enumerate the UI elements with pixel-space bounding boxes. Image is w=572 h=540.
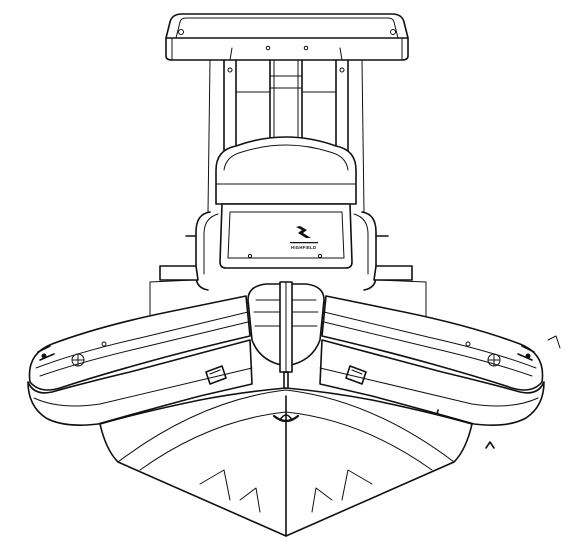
brand-name-text: HIGHFIELD — [291, 245, 316, 250]
port-tube — [27, 295, 253, 426]
bow-locker — [247, 281, 325, 397]
brand-logo: HIGHFIELD — [290, 226, 318, 250]
t-top-canopy — [165, 13, 409, 61]
t-top-frame — [207, 59, 365, 213]
starboard-tube — [319, 295, 561, 449]
lower-hull — [99, 387, 473, 537]
center-console — [185, 136, 389, 291]
